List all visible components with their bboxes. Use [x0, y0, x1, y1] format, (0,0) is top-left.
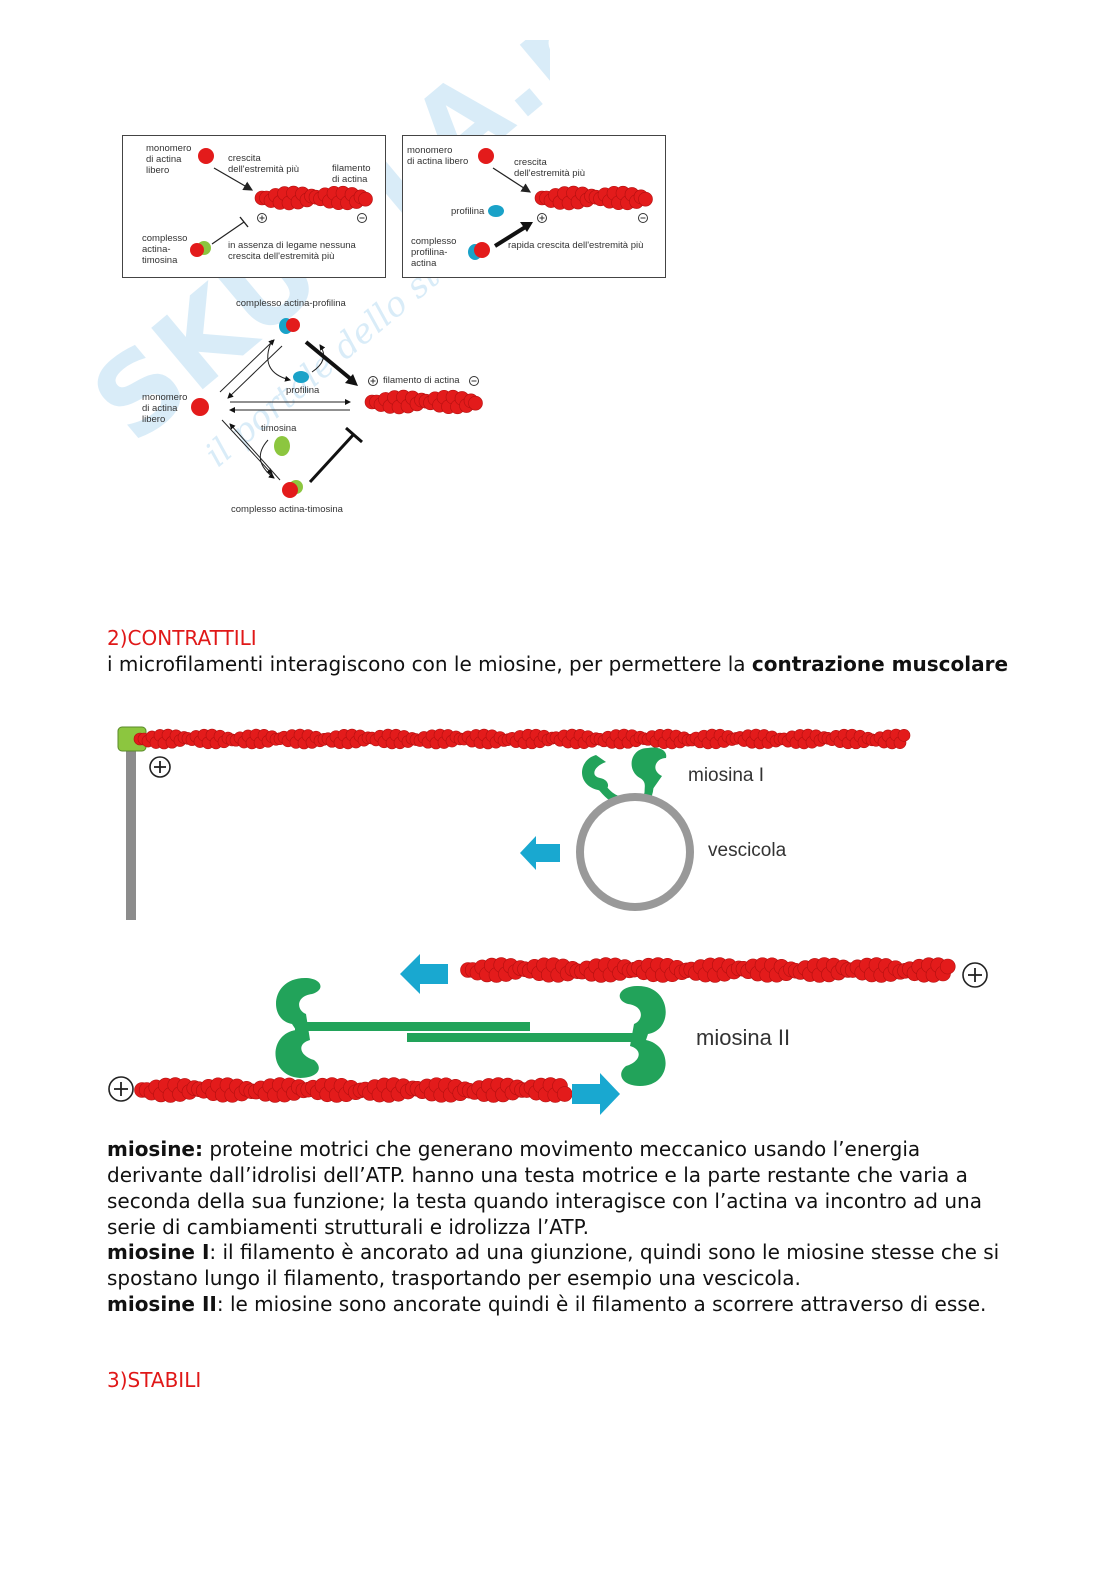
actin-monomer: [359, 192, 373, 206]
minus-icon: [470, 377, 479, 386]
section-heading-contractile: 2)CONTRATTILI: [107, 626, 257, 650]
paragraph-myosins: miosine: proteine motrici che generano m…: [107, 1136, 1012, 1240]
monomer-icon: [198, 148, 214, 164]
actin-monomer: [557, 1087, 572, 1102]
actin-filament-bottom: [135, 1078, 573, 1103]
plus-icon: [150, 757, 170, 777]
actin-filament-a: [255, 186, 373, 210]
actin-thymosin-complex-icon: [190, 241, 211, 257]
myosin-2-icon: [275, 978, 665, 1086]
actin-profilin-complex-icon: [279, 318, 300, 334]
actin-monomer: [940, 959, 955, 974]
term-myosin-2: miosine II: [107, 1292, 217, 1316]
myosin-1-head-icon: [582, 747, 666, 800]
profilin-actin-complex-icon: [468, 242, 490, 260]
actin-filament-myosin1: [134, 729, 910, 749]
monomer-icon: [478, 148, 494, 164]
minus-icon: [358, 214, 367, 223]
paragraph-myosin-2: miosine II: le miosine sono ancorate qui…: [107, 1291, 1012, 1317]
profilin-icon: [293, 371, 309, 383]
term-myosin-1: miosine I: [107, 1240, 209, 1264]
text-myosins: proteine motrici che generano movimento …: [107, 1137, 982, 1239]
actin-monomer: [639, 192, 653, 206]
paragraph-myosin-1: miosine I: il filamento è ancorato ad un…: [107, 1239, 1012, 1291]
monomer-icon: [191, 398, 209, 416]
text-myosin-1: : il filamento è ancorato ad una giunzio…: [107, 1240, 999, 1290]
minus-icon: [639, 214, 648, 223]
myosin-diagram: [0, 700, 1116, 1120]
section-heading-stable: 3)STABILI: [107, 1368, 201, 1392]
plus-icon: [258, 214, 267, 223]
thymosin-icon: [274, 436, 290, 456]
plus-icon: [369, 377, 378, 386]
text-myosin-2: : le miosine sono ancorate quindi è il f…: [217, 1292, 987, 1316]
arrow-left-icon: [400, 954, 448, 994]
plus-icon: [963, 963, 987, 987]
term-myosins: miosine:: [107, 1137, 203, 1161]
actin-monomer: [469, 396, 483, 410]
section-intro: i microfilamenti interagiscono con le mi…: [107, 651, 1012, 677]
profilin-icon: [488, 205, 504, 217]
junction-anchor: [126, 740, 136, 920]
plus-icon: [109, 1077, 133, 1101]
intro-bold: contrazione muscolare: [752, 652, 1008, 676]
intro-text: i microfilamenti interagiscono con le mi…: [107, 652, 752, 676]
arrow-right-icon: [572, 1073, 620, 1115]
actin-filament-top: [461, 958, 956, 983]
actin-polymerization-diagram: [0, 0, 700, 530]
vesicle-icon: [580, 797, 690, 907]
actin-filament-b: [535, 186, 653, 210]
plus-icon: [538, 214, 547, 223]
actin-filament-cycle: [365, 390, 483, 414]
arrow-left-icon: [520, 836, 560, 870]
actin-thymosin-complex-icon: [282, 480, 303, 498]
actin-monomer: [898, 729, 910, 741]
